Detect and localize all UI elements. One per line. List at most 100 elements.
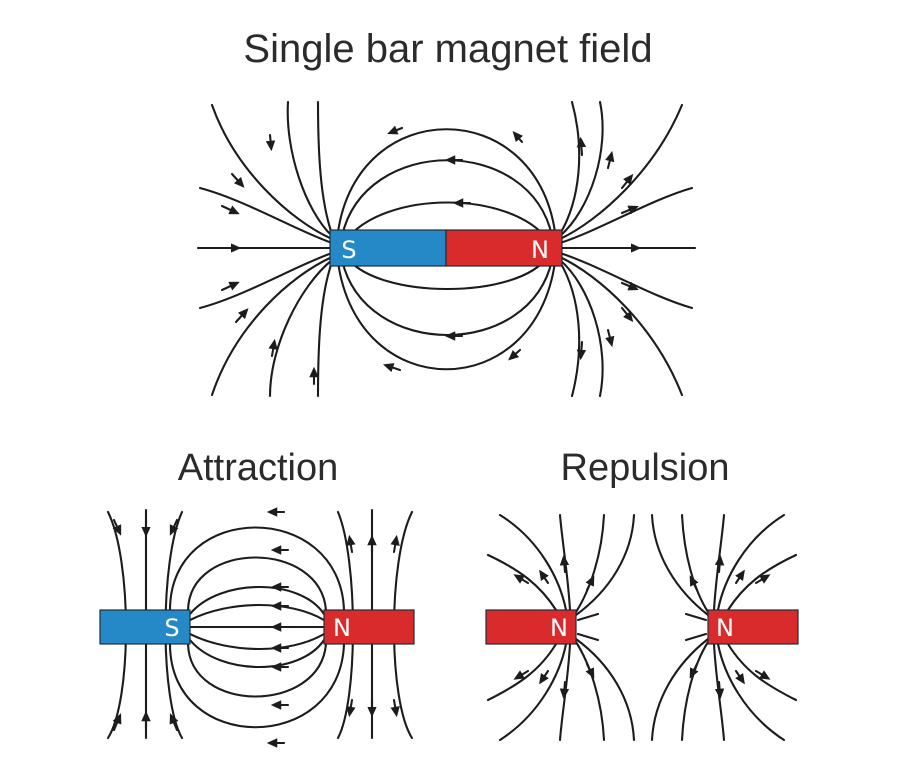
field-arrow — [513, 669, 530, 680]
field-arrow — [383, 363, 402, 373]
field-line — [286, 100, 334, 238]
field-line — [188, 632, 326, 650]
field-line — [558, 186, 694, 245]
field-arrow — [605, 150, 615, 170]
field-arrow — [559, 680, 570, 700]
field-arrow — [714, 554, 725, 574]
field-line — [650, 637, 710, 742]
field-line — [198, 251, 334, 310]
field-line — [716, 642, 786, 742]
field-line — [574, 637, 636, 742]
field-arrow — [559, 554, 570, 574]
field-line — [188, 585, 326, 616]
field-arrow — [512, 131, 524, 144]
field-line — [168, 526, 346, 612]
attraction-title: Attraction — [178, 447, 339, 489]
field-line — [680, 640, 710, 742]
field-arrow — [539, 569, 550, 585]
field-line — [574, 640, 606, 742]
field-arrow — [734, 669, 745, 685]
field-arrow — [620, 306, 634, 323]
repulsion-right-north-magnet — [707, 609, 799, 645]
field-line — [726, 642, 798, 702]
field-line — [344, 254, 550, 291]
attraction-north-magnet — [323, 609, 415, 645]
field-line — [340, 258, 554, 337]
field-line — [574, 513, 636, 617]
field-arrow — [576, 340, 587, 361]
field-line — [650, 513, 710, 617]
field-line — [186, 556, 328, 612]
field-arrow — [620, 173, 634, 190]
field-line — [684, 612, 708, 622]
field-line — [558, 251, 694, 310]
single-magnet-title: Single bar magnet field — [243, 27, 652, 71]
attraction-south-label: S — [164, 614, 179, 642]
field-arrow — [754, 574, 771, 585]
field-arrow — [508, 348, 522, 361]
field-arrow — [620, 205, 639, 215]
field-arrow — [112, 713, 122, 732]
field-arrow — [112, 518, 122, 536]
field-line — [340, 159, 554, 238]
field-line — [186, 642, 328, 698]
field-line — [576, 612, 600, 622]
field-line — [316, 100, 334, 236]
field-line — [726, 553, 798, 612]
field-arrow — [234, 308, 249, 324]
field-line — [680, 513, 710, 614]
field-arrow — [390, 534, 400, 554]
field-line — [336, 128, 557, 234]
field-arrow — [220, 204, 240, 215]
field-line — [558, 255, 684, 397]
field-arrow — [169, 713, 179, 732]
repulsion-title: Repulsion — [561, 447, 730, 489]
attraction-north-label: N — [333, 614, 351, 642]
single-magnet-south-half — [329, 229, 447, 267]
field-line — [168, 642, 346, 729]
field-line — [558, 103, 684, 241]
field-arrow — [689, 662, 699, 679]
field-line — [188, 638, 326, 669]
field-line — [498, 642, 568, 742]
field-arrow — [689, 575, 699, 592]
field-arrow — [387, 125, 404, 135]
field-arrow — [230, 172, 245, 188]
field-line — [210, 255, 334, 397]
field-arrow — [390, 698, 400, 718]
repulsion-left-north-label: N — [550, 614, 568, 642]
field-arrow — [346, 534, 356, 554]
field-arrow — [346, 698, 356, 718]
field-line — [498, 513, 568, 612]
field-line — [574, 513, 606, 614]
field-arrow — [734, 569, 745, 585]
field-arrow — [539, 669, 550, 685]
single-magnet-south-label: S — [341, 236, 356, 264]
attraction-south-magnet — [99, 609, 191, 645]
repulsion-arrows — [513, 554, 771, 700]
field-line — [576, 632, 600, 642]
field-line — [210, 103, 334, 241]
field-line — [558, 100, 604, 238]
single-magnet-field-lines — [196, 100, 697, 398]
field-arrow — [585, 575, 595, 592]
field-arrow — [513, 574, 530, 585]
field-arrow — [268, 338, 278, 358]
field-line — [558, 258, 604, 398]
field-line — [198, 186, 334, 245]
field-line — [268, 258, 334, 398]
attraction-arrows — [112, 507, 400, 748]
field-line — [486, 642, 558, 702]
field-arrow — [576, 136, 587, 157]
field-arrow — [169, 518, 179, 536]
field-arrow — [265, 133, 276, 152]
field-line — [344, 201, 550, 242]
single-magnet-arrows — [220, 125, 642, 386]
field-line — [316, 260, 334, 398]
field-arrow — [605, 328, 615, 348]
repulsion-magnets: N N — [485, 609, 799, 645]
attraction-magnets: S N — [99, 609, 415, 645]
field-arrow — [620, 281, 639, 291]
field-line — [188, 604, 326, 622]
